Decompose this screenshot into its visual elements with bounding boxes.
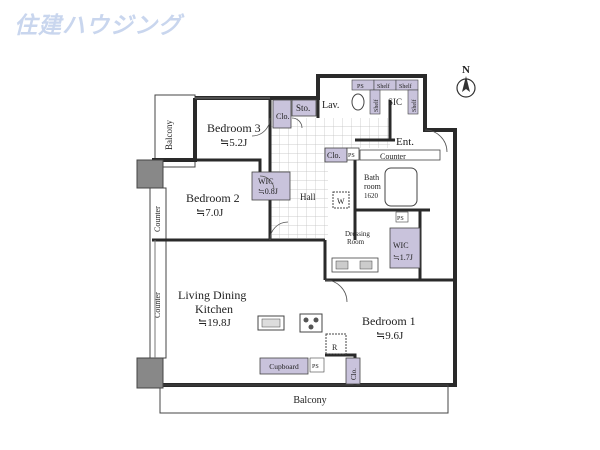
refrigerator-label: R: [332, 343, 338, 352]
column-southwest: [136, 357, 164, 389]
bedroom3-name: Bedroom 3: [207, 121, 261, 135]
shelf-side-1: [369, 89, 381, 115]
washer-space: [332, 191, 350, 209]
closet-bedroom1-label: Clo.: [350, 368, 358, 380]
bedroom3-area: ≒5.2J: [220, 137, 248, 149]
ldk-area: ≒19.8J: [198, 317, 231, 329]
sic-label: SIC: [388, 97, 402, 107]
wic1-area: ≒0.8J: [258, 187, 278, 196]
bedroom2-name: Bedroom 2: [186, 191, 240, 205]
wic1-label: WIC: [258, 177, 274, 186]
bath-size: 1620: [364, 192, 379, 200]
shelf-3-label: Shelf: [373, 99, 380, 112]
closet-bedroom3: [272, 99, 292, 129]
door-swings: [251, 117, 448, 303]
ps-hall: [346, 147, 360, 161]
sink-bowl-2: [359, 260, 373, 270]
ldk-line2: Kitchen: [195, 302, 233, 316]
dressing-label-1: Dressing: [345, 230, 370, 238]
company-logo: 住建ハウジング: [14, 13, 182, 39]
shelf-top-2: [395, 79, 419, 91]
burner-1: [303, 317, 309, 323]
entrance-label: Ent.: [396, 136, 414, 148]
shelf-2-label: Shelf: [399, 83, 412, 90]
storage: [291, 99, 317, 117]
closet-hall-label: Clo.: [327, 151, 341, 160]
cupboard: [259, 357, 309, 375]
counter-west-upper-label: Counter: [153, 206, 162, 232]
column-northwest: [136, 159, 164, 189]
sink-basin: [261, 318, 281, 328]
lavatory-label: Lav.: [322, 100, 339, 111]
closet-bedroom1: [345, 357, 361, 385]
counter-top-label: Counter: [380, 152, 406, 161]
bedroom1-name: Bedroom 1: [362, 314, 416, 328]
counter-west-lower-label: Counter: [153, 292, 162, 318]
washer-label: W: [337, 197, 345, 206]
sink-bowl-1: [335, 260, 349, 270]
balcony-south-label: Balcony: [293, 395, 326, 406]
cupboard-label: Cupboard: [269, 362, 299, 371]
bedroom1-area: ≒9.6J: [376, 330, 404, 342]
wic2-label: WIC: [393, 241, 409, 250]
balcony-west-label: Balcony: [164, 120, 174, 150]
burner-2: [313, 317, 319, 323]
ps-kitchen: [309, 357, 325, 373]
shelf-side-2: [407, 89, 419, 115]
toilet-icon: [351, 93, 365, 111]
wic-bedroom1: [389, 227, 421, 269]
shelf-1-label: Shelf: [377, 83, 390, 90]
storage-label: Sto.: [296, 103, 310, 113]
bath-label-1: Bath: [364, 173, 379, 182]
entrance-counter: [359, 149, 441, 161]
closet-bedroom3-label: Clo.: [276, 112, 290, 121]
wic2-area: ≒1.7J: [393, 253, 413, 262]
ps-hall-label: PS: [348, 153, 355, 159]
ps-bath-label: PS: [397, 216, 404, 222]
bath-label-2: room: [364, 182, 382, 191]
shelf-4-label: Shelf: [411, 99, 418, 112]
hall-label: Hall: [300, 192, 316, 202]
ps-top-label: PS: [357, 84, 364, 90]
north-compass-icon: N: [456, 64, 476, 98]
ps-kitchen-label: PS: [312, 364, 319, 370]
balcony-west: [154, 94, 196, 168]
wic-bedroom2: [251, 171, 291, 201]
west-counter-strip: [149, 187, 167, 359]
bathtub-icon: [384, 167, 418, 207]
bedroom2-area: ≒7.0J: [196, 207, 224, 219]
balcony-south: [159, 384, 449, 414]
ldk-line1: Living Dining: [178, 288, 246, 302]
refrigerator-space: [325, 333, 347, 355]
ps-bath: [395, 211, 409, 223]
burner-3: [308, 324, 314, 330]
dressing-label-2: Room: [347, 238, 365, 246]
compass-label: N: [462, 64, 470, 76]
